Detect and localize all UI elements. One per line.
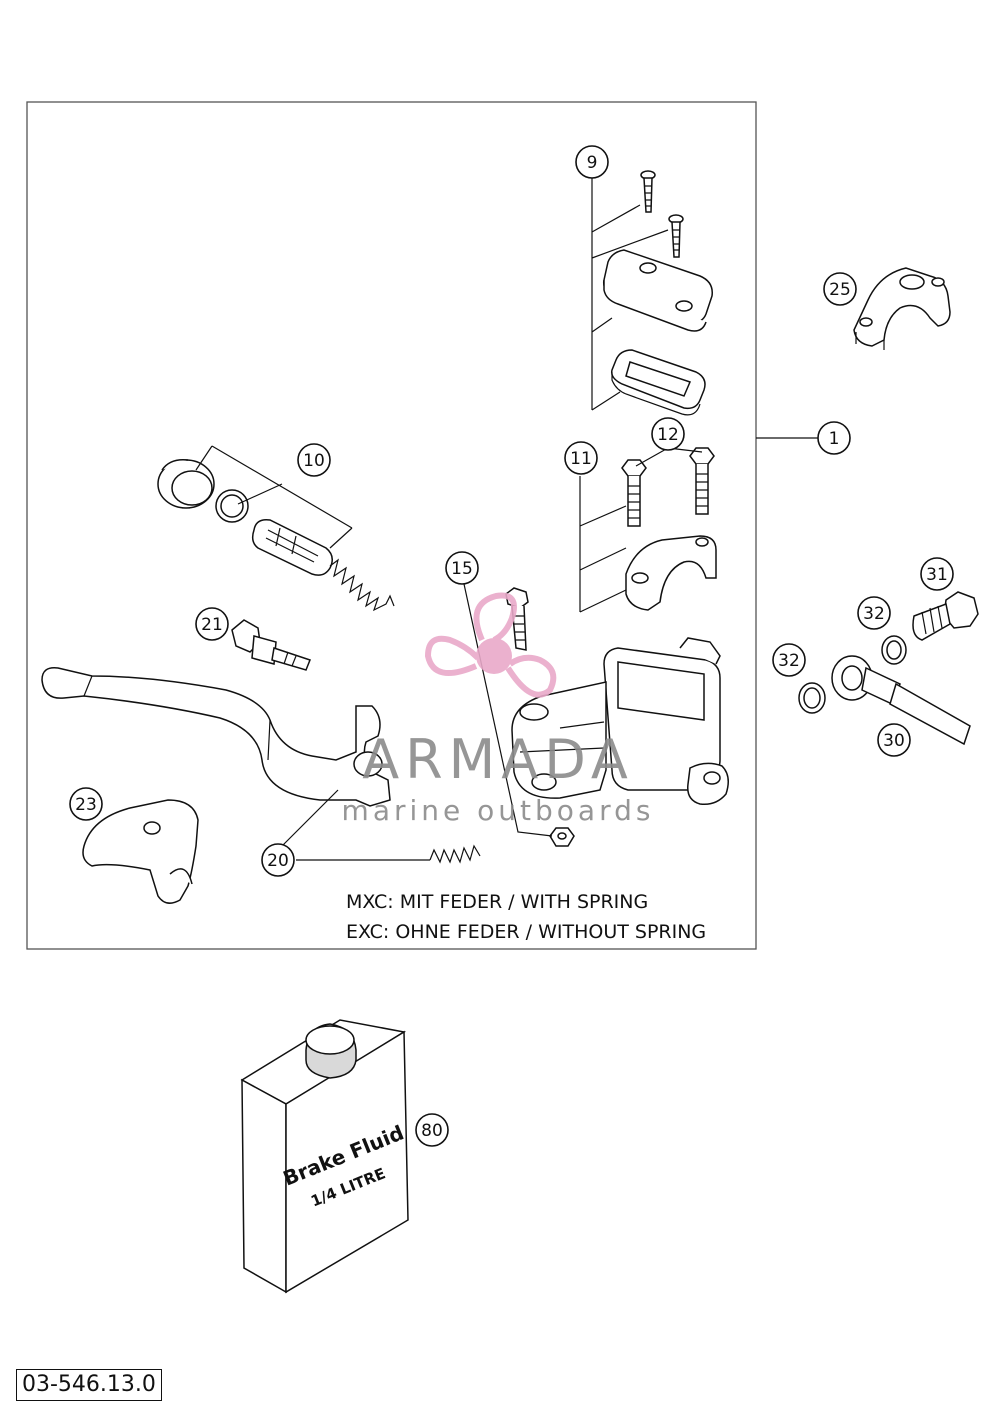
note-mxc: MXC: MIT FEDER / WITH SPRING [346, 891, 648, 913]
cover-screw [640, 170, 656, 213]
svg-text:31: 31 [926, 565, 948, 585]
lever-leader [281, 789, 430, 861]
master-cylinder-body [511, 637, 729, 806]
svg-text:32: 32 [863, 604, 885, 624]
banjo-bolt [912, 591, 979, 641]
callout-10: 10 [297, 443, 331, 477]
handlebar-clamp-25 [853, 267, 951, 350]
assembly-frame [26, 101, 757, 950]
lever-spring [429, 844, 481, 864]
svg-text:11: 11 [570, 449, 592, 469]
circlip [215, 489, 249, 523]
callout-15: 15 [445, 551, 479, 585]
sealing-washer [881, 635, 907, 665]
callout-21: 21 [195, 607, 229, 641]
callout-11: 11 [564, 441, 598, 475]
piston-boot [157, 458, 215, 509]
watermark: ARMADA marine outboards [342, 592, 655, 827]
callout-25: 25 [823, 272, 857, 306]
watermark-tagline: marine outboards [342, 794, 655, 827]
svg-text:80: 80 [421, 1121, 443, 1141]
callout-20: 20 [261, 843, 295, 877]
callout-9: 9 [575, 145, 609, 179]
reservoir-cover-group [591, 170, 713, 416]
lever-cover [82, 799, 199, 904]
svg-text:32: 32 [778, 651, 800, 671]
callout-32: 32 [772, 643, 806, 677]
svg-text:30: 30 [883, 731, 905, 751]
svg-text:15: 15 [451, 559, 473, 579]
clamp-bolt [621, 459, 647, 527]
svg-text:1: 1 [829, 429, 840, 449]
callout-23: 23 [69, 787, 103, 821]
propeller-logo [424, 592, 557, 698]
clamp-bolts-group [579, 447, 717, 613]
callout-12: 12 [651, 417, 685, 451]
svg-text:10: 10 [303, 451, 325, 471]
svg-text:20: 20 [267, 851, 289, 871]
callout-32: 32 [857, 596, 891, 630]
svg-text:9: 9 [587, 153, 598, 173]
brake-line [831, 655, 971, 746]
piston [251, 518, 333, 576]
callout-80: 80 [415, 1113, 449, 1147]
reservoir-gasket [610, 349, 706, 416]
part-code: 03-546.13.0 [16, 1369, 162, 1401]
callout-30: 30 [877, 723, 911, 757]
piston-kit-group [157, 445, 395, 612]
adjuster-screw [231, 619, 311, 671]
sealing-washer [798, 682, 826, 714]
cover-screw [668, 214, 684, 258]
reservoir-cover [602, 249, 713, 332]
lever-nut [549, 827, 575, 847]
svg-text:21: 21 [201, 615, 223, 635]
handlebar-clamp-lower [625, 535, 717, 611]
note-exc: EXC: OHNE FEDER / WITHOUT SPRING [346, 921, 706, 943]
clamp-bolt [689, 447, 715, 515]
callout-1: 1 [817, 421, 851, 455]
watermark-brand: ARMADA [362, 728, 634, 791]
brake-fluid-can: Brake Fluid 1/4 LITRE [240, 1019, 409, 1294]
svg-text:25: 25 [829, 280, 851, 300]
brake-lever [41, 667, 391, 807]
return-spring [329, 558, 395, 612]
svg-text:12: 12 [657, 425, 679, 445]
svg-text:23: 23 [75, 795, 97, 815]
callout-31: 31 [920, 557, 954, 591]
